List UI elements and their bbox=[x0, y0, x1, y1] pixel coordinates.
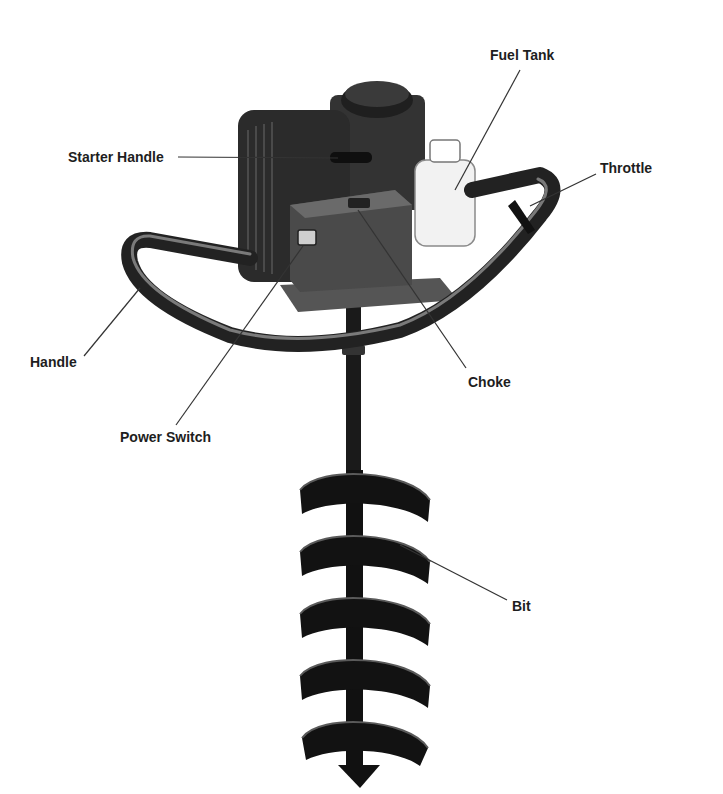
bit-tip bbox=[338, 765, 380, 788]
part-label: Throttle bbox=[600, 160, 652, 177]
leader-line bbox=[455, 70, 520, 190]
bit-flight bbox=[300, 536, 430, 584]
power-switch bbox=[298, 230, 316, 245]
handle-highlight bbox=[132, 179, 546, 338]
part-label: Bit bbox=[512, 598, 531, 615]
bit-flight bbox=[300, 474, 430, 522]
engine bbox=[238, 81, 475, 312]
leader-line bbox=[84, 288, 140, 356]
top-cap-face bbox=[345, 81, 409, 107]
air-filter-cover bbox=[290, 190, 412, 292]
bit-flight bbox=[302, 722, 428, 766]
drive-shaft bbox=[346, 300, 361, 490]
leader-line bbox=[400, 545, 507, 600]
flight-edge bbox=[300, 536, 430, 562]
part-label: Power Switch bbox=[120, 429, 211, 446]
auger-bit bbox=[300, 300, 430, 788]
fuel-tank bbox=[415, 160, 475, 246]
part-label: Starter Handle bbox=[68, 149, 164, 166]
flight-edge bbox=[300, 660, 430, 686]
handle-tube bbox=[129, 175, 552, 344]
part-label: Handle bbox=[30, 354, 77, 371]
part-label: Fuel Tank bbox=[490, 47, 554, 64]
leader-line bbox=[530, 174, 596, 206]
bit-flight bbox=[300, 598, 430, 646]
leader-line bbox=[178, 157, 338, 158]
flight-edge bbox=[300, 474, 430, 500]
fuel-cap bbox=[430, 140, 460, 162]
choke-lever bbox=[348, 198, 370, 208]
top-cap bbox=[341, 82, 413, 118]
leader-line bbox=[176, 246, 303, 425]
leader-line bbox=[358, 210, 466, 368]
flight-edge bbox=[302, 722, 428, 748]
part-label: Choke bbox=[468, 374, 511, 391]
flight-edge bbox=[300, 598, 430, 624]
cover-top bbox=[290, 190, 412, 218]
handle-frame bbox=[129, 175, 552, 344]
bit-flight bbox=[300, 660, 430, 708]
